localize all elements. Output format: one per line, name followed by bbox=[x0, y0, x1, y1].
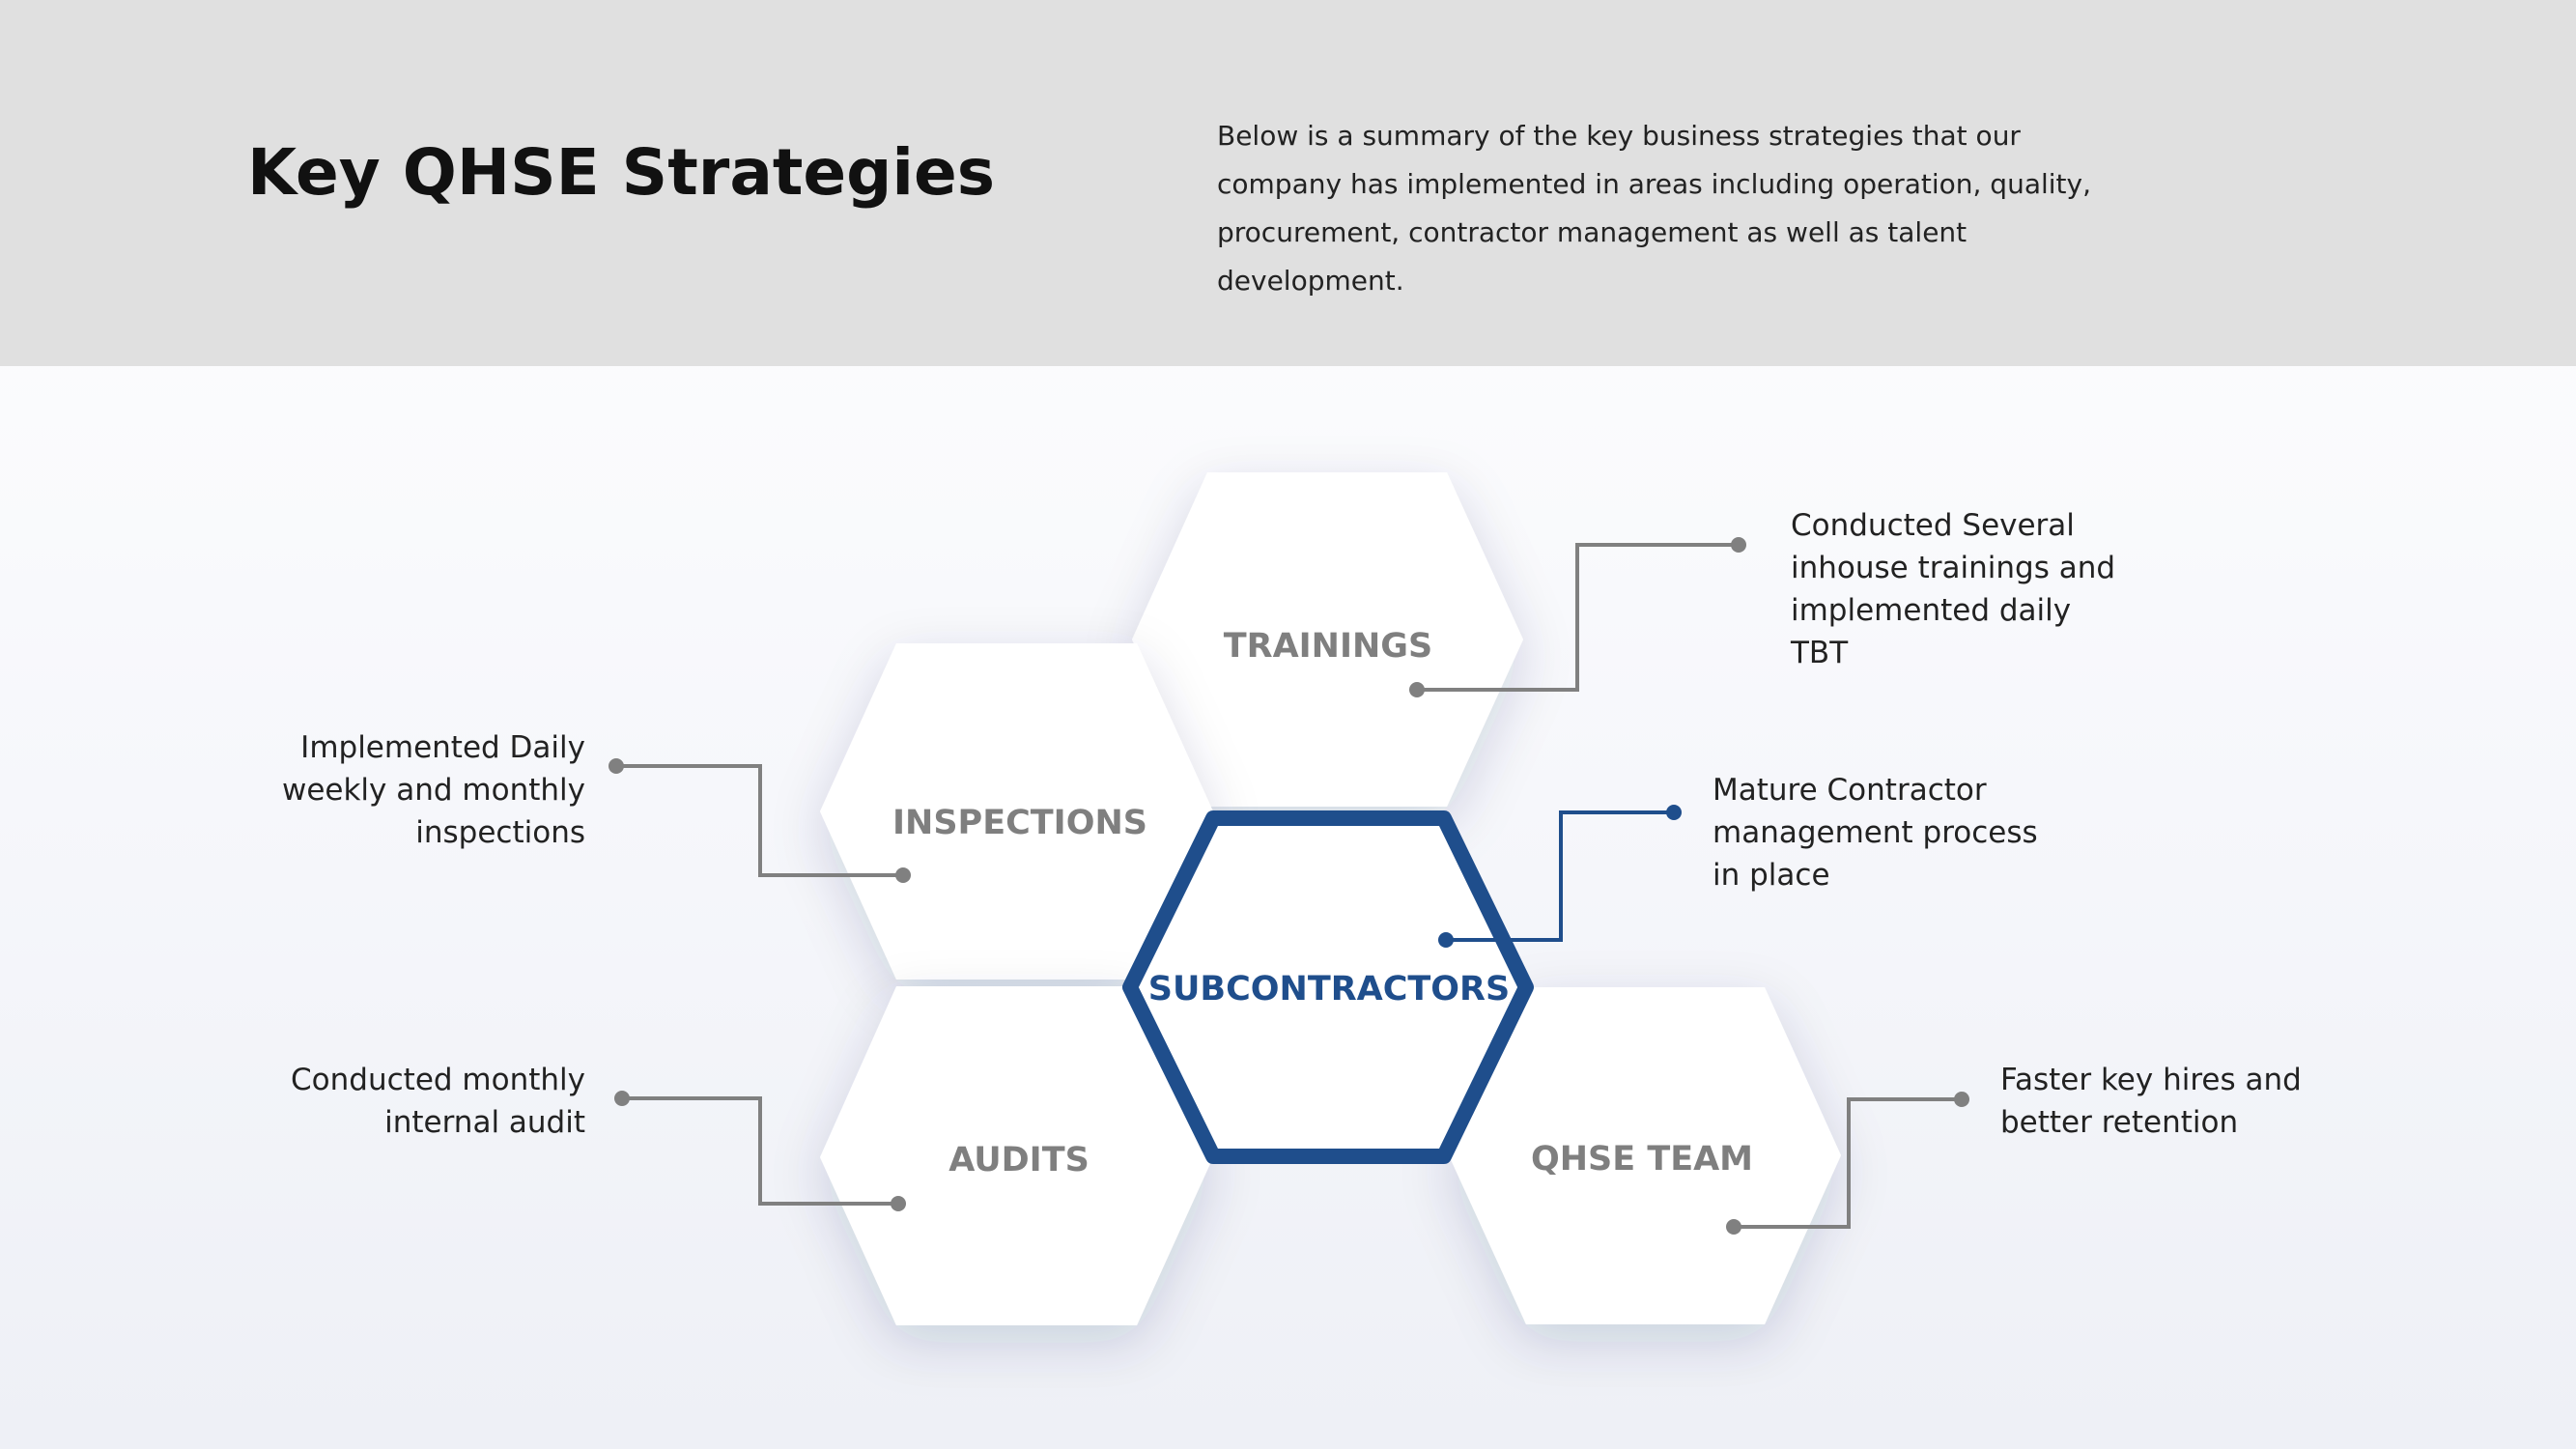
dot-qhse-end bbox=[1954, 1092, 1969, 1107]
label-trainings: TRAININGS bbox=[1224, 627, 1432, 666]
intro-text: Below is a summary of the key business s… bbox=[1217, 120, 2091, 297]
dot-trainings-start bbox=[1409, 682, 1425, 697]
connector-trainings bbox=[1417, 543, 1739, 692]
label-qhse-team: QHSE TEAM bbox=[1531, 1140, 1753, 1179]
note-audits: Conducted monthly internal audit bbox=[291, 1063, 585, 1140]
connector-subcontractors bbox=[1446, 810, 1674, 942]
note-subcontractors: Mature Contractor management process in … bbox=[1713, 773, 2038, 893]
label-subcontractors: SUBCONTRACTORS bbox=[1148, 970, 1510, 1009]
connector-qhse-team bbox=[1734, 1097, 1962, 1229]
label-inspections: INSPECTIONS bbox=[892, 804, 1147, 842]
dot-trainings-end bbox=[1731, 537, 1746, 553]
label-audits: AUDITS bbox=[948, 1141, 1090, 1179]
header-band bbox=[0, 0, 2576, 366]
dot-subcontractors-end bbox=[1666, 805, 1682, 820]
dot-qhse-start bbox=[1726, 1219, 1741, 1235]
note-inspections: Implemented Daily weekly and monthly ins… bbox=[281, 730, 585, 850]
connector-inspections bbox=[616, 764, 903, 877]
dot-subcontractors-start bbox=[1438, 932, 1454, 948]
note-qhse-team: Faster key hires and better retention bbox=[2000, 1063, 2302, 1140]
hex-audits bbox=[820, 986, 1213, 1325]
dot-inspections-start bbox=[609, 758, 624, 774]
dot-audits-end bbox=[891, 1196, 906, 1211]
hex-trainings bbox=[1132, 472, 1523, 807]
page-title: Key QHSE Strategies bbox=[247, 135, 996, 210]
connector-audits bbox=[622, 1096, 898, 1206]
hex-subcontractors bbox=[1122, 810, 1534, 1164]
dot-inspections-end bbox=[895, 867, 911, 883]
dot-audits-start bbox=[614, 1091, 630, 1106]
note-trainings: Conducted Several inhouse trainings and … bbox=[1791, 508, 2116, 670]
hex-qhse-team bbox=[1449, 987, 1841, 1324]
hex-inspections bbox=[820, 643, 1213, 980]
